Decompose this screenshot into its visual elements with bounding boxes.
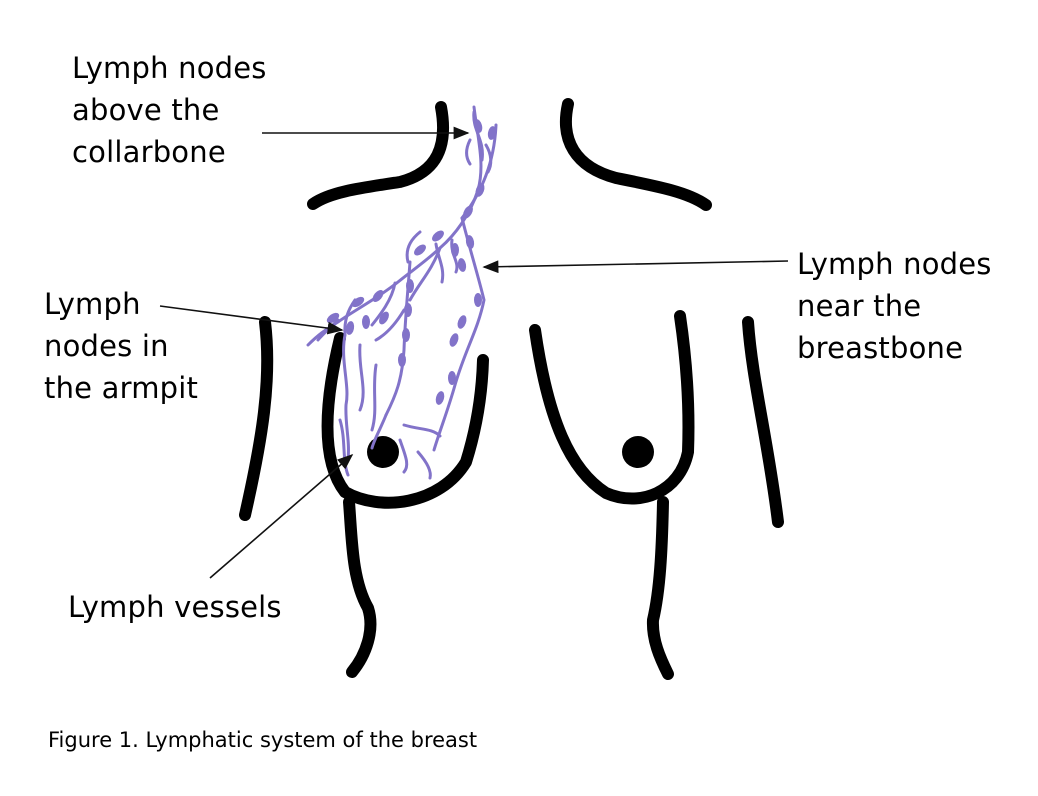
label-collarbone-nodes: Lymph nodes above the collarbone: [72, 51, 267, 169]
label-armpit-nodes: Lymph nodes in the armpit: [44, 287, 199, 405]
left-nipple: [367, 436, 399, 468]
pointer-lines: [159, 126, 789, 579]
pointer-armpit: [159, 305, 344, 335]
right-breast-outline: [529, 310, 695, 505]
left-torso-side: [343, 496, 377, 678]
body-outline: [239, 98, 784, 680]
figure-caption: Figure 1. Lymphatic system of the breast: [48, 728, 478, 752]
right-arm-line: [742, 316, 784, 528]
lymph-vessels: [306, 105, 498, 480]
right-neck-collarbone: [559, 98, 712, 211]
pointer-vessels: [209, 453, 354, 579]
lymph-nodes: [326, 119, 497, 405]
label-breastbone-nodes: Lymph nodes near the breastbone: [797, 247, 992, 365]
right-torso-side: [646, 496, 674, 680]
label-lymph-vessels: Lymph vessels: [68, 590, 282, 624]
left-neck-collarbone: [307, 101, 450, 210]
right-nipple: [622, 436, 654, 468]
left-breast-outline: [321, 332, 489, 509]
left-arm-line: [239, 316, 274, 521]
pointer-breastbone: [482, 260, 789, 274]
